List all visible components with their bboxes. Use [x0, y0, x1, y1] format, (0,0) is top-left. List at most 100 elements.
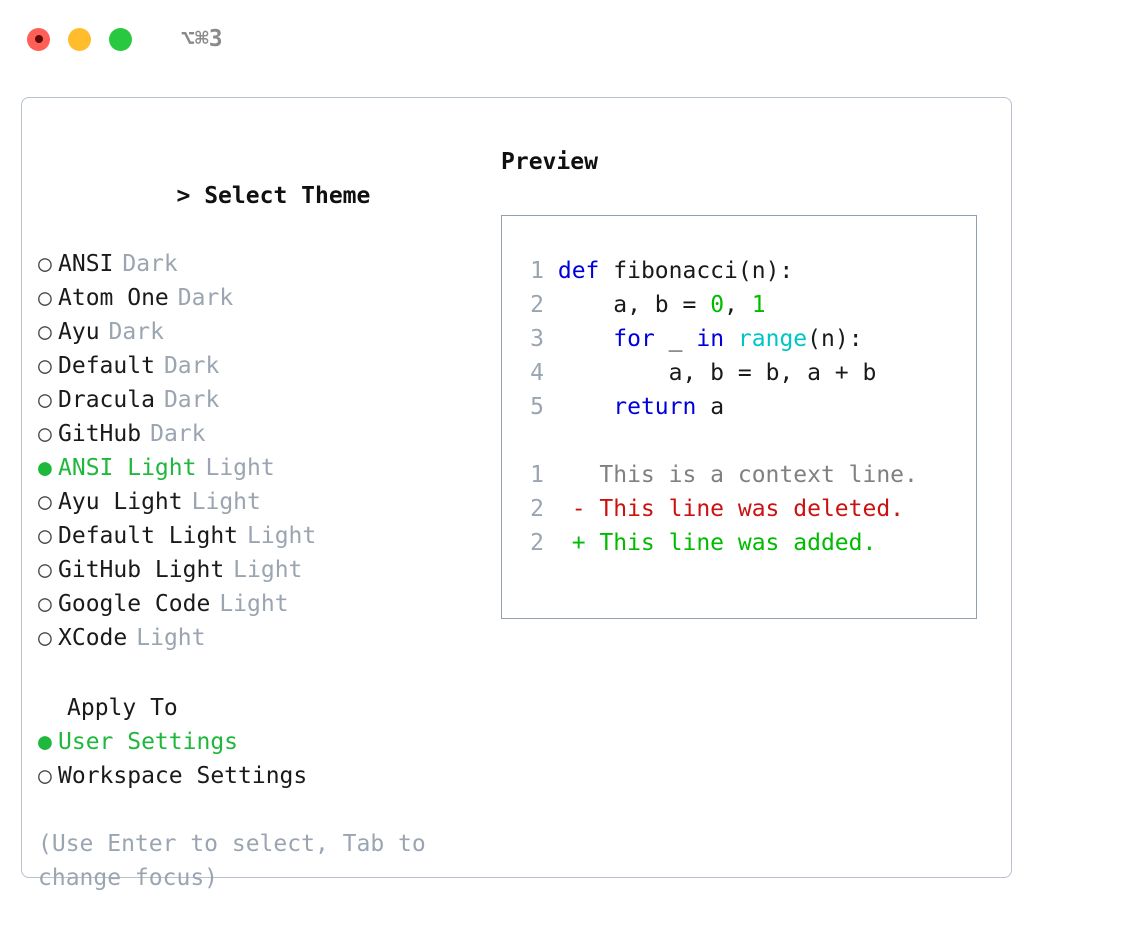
- minimize-button[interactable]: [68, 27, 91, 51]
- apply-to-option-label: Workspace Settings: [58, 763, 308, 789]
- code-token: _: [654, 326, 697, 352]
- theme-kind-badge: Light: [205, 455, 275, 481]
- radio-unselected-icon[interactable]: ○: [38, 523, 52, 549]
- theme-list-item[interactable]: ○Default Dark: [38, 349, 488, 383]
- code-token: [724, 326, 738, 352]
- code-token: ,: [724, 292, 752, 318]
- code-token: for: [613, 326, 655, 352]
- traffic-lights: [27, 27, 132, 51]
- code-token: a, b = b, a + b: [557, 360, 877, 386]
- theme-name: Dracula: [58, 387, 155, 413]
- select-theme-header: > Select Theme: [38, 145, 488, 247]
- code-line-number: 5: [530, 394, 544, 420]
- theme-list-item[interactable]: ○GitHub Dark: [38, 417, 488, 451]
- radio-unselected-icon[interactable]: ○: [38, 489, 52, 515]
- diff-line-text: - This line was deleted.: [544, 496, 905, 522]
- code-token: fibonacci(n):: [613, 258, 794, 284]
- theme-kind-badge: Dark: [177, 285, 234, 311]
- diff-line-number: 1: [530, 462, 544, 488]
- radio-unselected-icon[interactable]: ○: [38, 285, 52, 311]
- apply-to-option[interactable]: ●User Settings: [38, 725, 488, 759]
- code-token: (n):: [807, 326, 863, 352]
- radio-unselected-icon[interactable]: ○: [38, 557, 52, 583]
- theme-name: ANSI: [58, 251, 114, 277]
- code-line-number: 2: [530, 292, 544, 318]
- apply-to-label: Apply To: [67, 695, 178, 721]
- code-line-number: 3: [530, 326, 544, 352]
- theme-name: ANSI Light: [58, 455, 197, 481]
- radio-unselected-icon[interactable]: ○: [38, 421, 52, 447]
- theme-name: Ayu Light: [58, 489, 183, 515]
- apply-to-option[interactable]: ○Workspace Settings: [38, 759, 488, 793]
- code-line-number: 1: [530, 258, 544, 284]
- theme-name: Google Code: [58, 591, 211, 617]
- theme-kind-badge: Dark: [163, 387, 220, 413]
- theme-kind-badge: Dark: [163, 353, 220, 379]
- code-line-gap: [544, 258, 558, 284]
- radio-unselected-icon[interactable]: ○: [38, 353, 52, 379]
- radio-unselected-icon[interactable]: ○: [38, 251, 52, 277]
- code-token: return: [613, 394, 697, 420]
- code-line: 2 a, b = 0, 1: [523, 288, 976, 322]
- radio-selected-icon[interactable]: ●: [38, 455, 52, 481]
- code-token: def: [557, 258, 614, 284]
- recording-indicator-icon: [34, 35, 43, 43]
- radio-unselected-icon[interactable]: ○: [38, 387, 52, 413]
- preview-header: Preview: [501, 149, 598, 175]
- diff-line-number: 2: [530, 496, 544, 522]
- code-spacer: [523, 424, 976, 458]
- radio-unselected-icon[interactable]: ○: [38, 591, 52, 617]
- theme-list-item[interactable]: ○XCode Light: [38, 621, 488, 655]
- title-bar: ⌥⌘3: [0, 0, 1140, 78]
- theme-name: Default: [58, 353, 155, 379]
- theme-list-item[interactable]: ○Dracula Dark: [38, 383, 488, 417]
- radio-unselected-icon[interactable]: ○: [38, 625, 52, 651]
- theme-name: GitHub: [58, 421, 142, 447]
- select-theme-title: [190, 183, 204, 209]
- radio-selected-icon[interactable]: ●: [38, 729, 52, 755]
- diff-line: 1 This is a context line.: [523, 458, 976, 492]
- theme-list-item[interactable]: ○Ayu Light Light: [38, 485, 488, 519]
- theme-kind-badge: Light: [191, 489, 261, 515]
- theme-kind-badge: Light: [136, 625, 206, 651]
- theme-kind-badge: Light: [219, 591, 289, 617]
- close-button[interactable]: [27, 27, 50, 51]
- diff-line-number: 2: [530, 530, 544, 556]
- code-line: 1 def fibonacci(n):: [523, 254, 976, 288]
- page-title: Select Theme: [204, 183, 371, 209]
- code-line-number: 4: [530, 360, 544, 386]
- radio-unselected-icon[interactable]: ○: [38, 763, 52, 789]
- code-token: range: [737, 326, 808, 352]
- theme-kind-badge: Dark: [150, 421, 206, 447]
- code-line: 4 a, b = b, a + b: [523, 356, 976, 390]
- code-line-gap: [544, 292, 558, 318]
- theme-name: XCode: [58, 625, 128, 651]
- theme-list-item[interactable]: ○Google Code Light: [38, 587, 488, 621]
- code-line-gap: [544, 394, 558, 420]
- theme-list-item[interactable]: ●ANSI Light Light: [38, 451, 488, 485]
- code-line: 5 return a: [523, 390, 976, 424]
- radio-unselected-icon[interactable]: ○: [38, 319, 52, 345]
- code-token: [558, 326, 613, 352]
- preview-section: Preview 1 def fibonacci(n):2 a, b = 0, 1…: [501, 145, 991, 619]
- diff-line: 2 - This line was deleted.: [523, 492, 976, 526]
- code-token: a: [696, 394, 725, 420]
- maximize-button[interactable]: [109, 27, 132, 51]
- theme-kind-badge: Light: [233, 557, 303, 583]
- diff-line: 2 + This line was added.: [523, 526, 976, 560]
- code-line-gap: [544, 326, 558, 352]
- theme-kind-badge: Light: [247, 523, 317, 549]
- theme-list-item[interactable]: ○GitHub Light Light: [38, 553, 488, 587]
- theme-name: GitHub Light: [58, 557, 225, 583]
